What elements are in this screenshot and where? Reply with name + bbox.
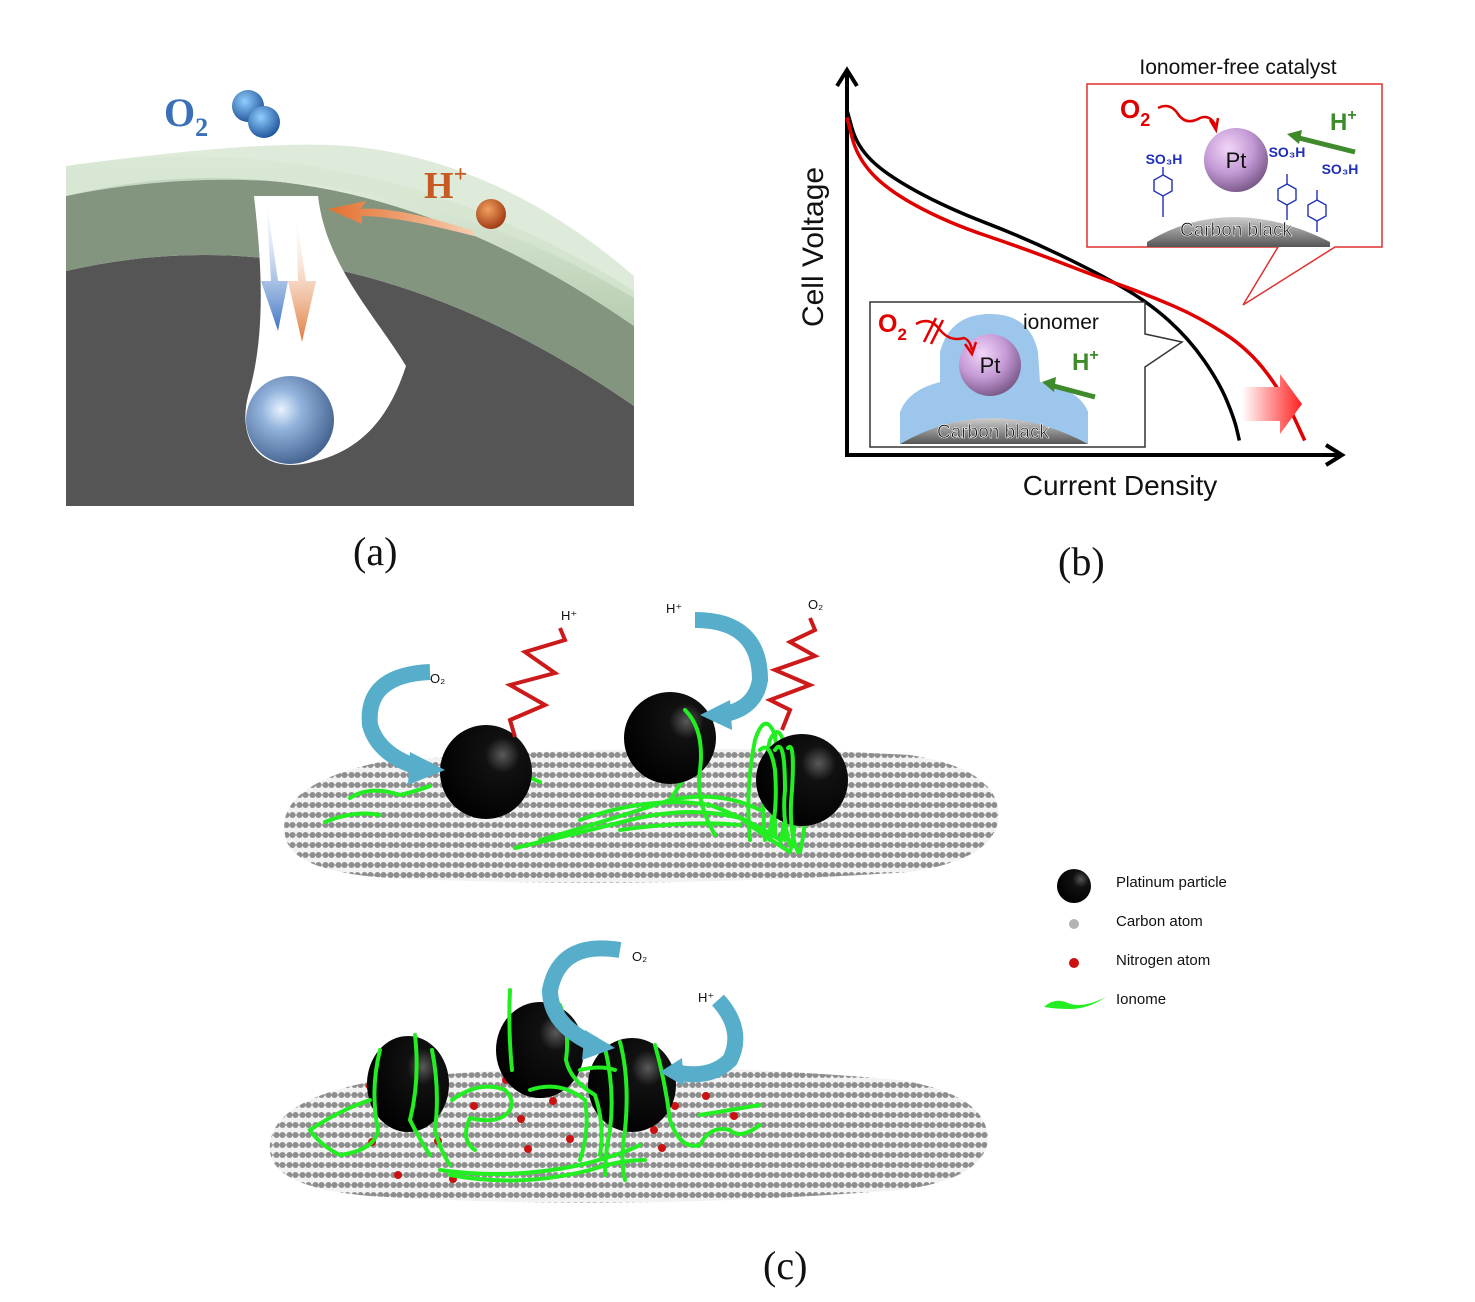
oxygen-label-3: O₂ (632, 949, 647, 964)
panel-c-bottom-scene: O₂ H⁺ (260, 930, 1000, 1210)
carbon-black-label-top: Carbon black (1180, 220, 1292, 241)
sulfonic-groups (1153, 167, 1327, 232)
oxygen-label-2: O₂ (808, 597, 823, 612)
legend-item-carbon: Carbon atom (1040, 905, 1280, 944)
ionomer-label: ionomer (1023, 311, 1099, 334)
proton-label-3: H⁺ (698, 990, 714, 1005)
ionomer-layer-dark (66, 177, 634, 406)
proton-label-2: H⁺ (666, 601, 682, 616)
platinum-particle-icon (1057, 869, 1091, 903)
panel-a: O2 H+ (66, 66, 634, 506)
carbon-atom-icon (1069, 919, 1079, 929)
oxygen-arrow-icon (261, 196, 288, 331)
panel-a-caption: (a) (353, 529, 398, 574)
series-layer (845, 109, 1307, 442)
proton-curved-arrow-icon-2 (673, 994, 744, 1083)
panel-b-caption: (b) (1058, 539, 1105, 584)
proton-label-1: H⁺ (561, 608, 577, 623)
pt-particle-top (1204, 128, 1268, 192)
pt-label-top: Pt (1226, 148, 1247, 173)
proton-arrow-top-icon (1294, 134, 1356, 155)
legend-item-platinum: Platinum particle (1040, 866, 1280, 905)
platinum-particle-4 (367, 1036, 449, 1132)
ionomer-free-title: Ionomer-free catalyst (1139, 56, 1336, 79)
oxygen-label-1: O₂ (430, 671, 445, 686)
oxygen-curved-arrow-icon-2 (541, 940, 622, 1053)
ionomer-strands-dispersed (307, 988, 762, 1183)
carbon-black-support-top (1147, 217, 1330, 247)
panel-a-illustration: O2 H+ (66, 66, 634, 506)
performance-shift-arrow-icon (1242, 374, 1302, 434)
platinum-particle-2 (624, 692, 716, 784)
iv-curve-chart: Cell Voltage Current Density Ionomer-fre… (797, 56, 1383, 501)
proton-curved-arrow-icon (694, 612, 769, 723)
sulfonic-label-1: SO₃H (1146, 151, 1183, 167)
carbon-black-support-bottom (900, 418, 1088, 444)
panel-c-top-scene: O₂ H⁺ H⁺ O₂ (270, 590, 1010, 890)
proton-label: H+ (424, 162, 467, 207)
legend: Platinum particle Carbon atom Nitrogen a… (1040, 866, 1280, 1022)
legend-label-platinum: Platinum particle (1116, 874, 1227, 891)
panel-b: Cell Voltage Current Density Ionomer-fre… (790, 52, 1390, 512)
proton-arrow-bottom-icon (1049, 382, 1096, 400)
sulfonic-label-2: SO₃H (1269, 144, 1306, 160)
x-axis-arrow-icon (1324, 443, 1346, 467)
proton-arrow-icon (288, 216, 316, 342)
legend-item-nitrogen: Nitrogen atom (1040, 944, 1280, 983)
series-line-ionomer-free (845, 116, 1307, 442)
series-line-with-ionomer (845, 109, 1242, 441)
oxygen-label-bottom: O2 (878, 310, 907, 344)
legend-label-nitrogen: Nitrogen atom (1116, 952, 1211, 969)
proton-label-bottom: H+ (1072, 347, 1099, 376)
ionomer-icon (1044, 997, 1106, 1009)
platinum-particle-3 (756, 734, 848, 826)
blocked-oxygen-path-icon (915, 319, 974, 351)
proton-inflow-arrow-icon (328, 201, 474, 236)
nitrogen-atom-icon (1069, 958, 1079, 968)
oxygen-path-top-icon (1157, 104, 1218, 127)
legend-item-ionomer: Ionome (1040, 983, 1280, 1022)
platinum-particle (246, 376, 334, 464)
sulfonic-label-3: SO₃H (1322, 161, 1359, 177)
proton-label-top: H+ (1330, 107, 1357, 136)
proton-zigzag-icon (504, 627, 568, 738)
x-axis-label: Current Density (1023, 470, 1218, 501)
carbon-black-label-bottom: Carbon black (937, 422, 1049, 443)
y-axis-arrow-icon (835, 66, 859, 88)
legend-label-ionomer: Ionome (1116, 991, 1167, 1008)
oxygen-label: O2 (164, 90, 208, 142)
platinum-particle-1 (440, 725, 532, 819)
y-axis-label: Cell Voltage (797, 167, 830, 327)
legend-label-carbon: Carbon atom (1116, 913, 1203, 930)
n-doped-graphene-sheet (269, 1067, 989, 1203)
panel-c-caption: (c) (763, 1243, 808, 1288)
oxygen-label-top: O2 (1120, 94, 1150, 130)
oxygen-curved-arrow-icon (361, 664, 431, 776)
pt-label-bottom: Pt (980, 353, 1001, 378)
oxygen-zigzag-icon (765, 617, 820, 731)
proton-icon (476, 199, 506, 229)
